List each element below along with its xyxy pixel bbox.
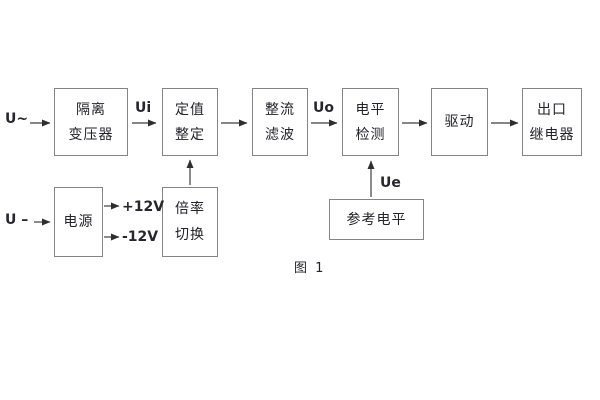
block-label: 整流 (265, 101, 295, 118)
block-label: 整定 (175, 126, 205, 143)
block-label: 电平 (355, 101, 386, 118)
block-label: 继电器 (529, 126, 575, 143)
block-label: 切换 (175, 227, 205, 243)
signal-minus12v-label: -12V (122, 229, 159, 245)
block-label: 电源 (63, 214, 94, 230)
block-label: 驱动 (444, 114, 475, 130)
block-isolation-transformer: 隔离 变压器 (54, 88, 128, 156)
block-label: 变压器 (68, 126, 114, 143)
signal-ac-input-label: U~ (5, 111, 29, 127)
block-label: 隔离 (76, 101, 106, 118)
block-label: 倍率 (175, 201, 205, 217)
signal-dc-input-label: U – (5, 212, 29, 228)
signal-uo-label: Uo (313, 100, 334, 116)
block-reference-level: 参考电平 (329, 199, 424, 240)
block-power-supply: 电源 (54, 187, 103, 257)
block-label: 定值 (175, 101, 205, 118)
block-label: 检测 (355, 126, 386, 143)
signal-ue-label: Ue (380, 175, 401, 191)
block-label: 参考电平 (346, 211, 407, 228)
block-driver: 驱动 (431, 88, 488, 156)
block-level-detect: 电平 检测 (342, 88, 399, 156)
block-rectifier-filter: 整流 滤波 (252, 88, 308, 156)
signal-ui-label: Ui (135, 100, 152, 116)
block-output-relay: 出口 继电器 (522, 88, 582, 156)
block-label: 滤波 (265, 126, 295, 143)
block-label: 出口 (537, 101, 567, 118)
figure-caption: 图 1 (294, 261, 326, 276)
block-ratio-switch: 倍率 切换 (162, 187, 218, 257)
signal-plus12v-label: +12V (122, 199, 165, 215)
block-setting-adjust: 定值 整定 (162, 88, 218, 156)
